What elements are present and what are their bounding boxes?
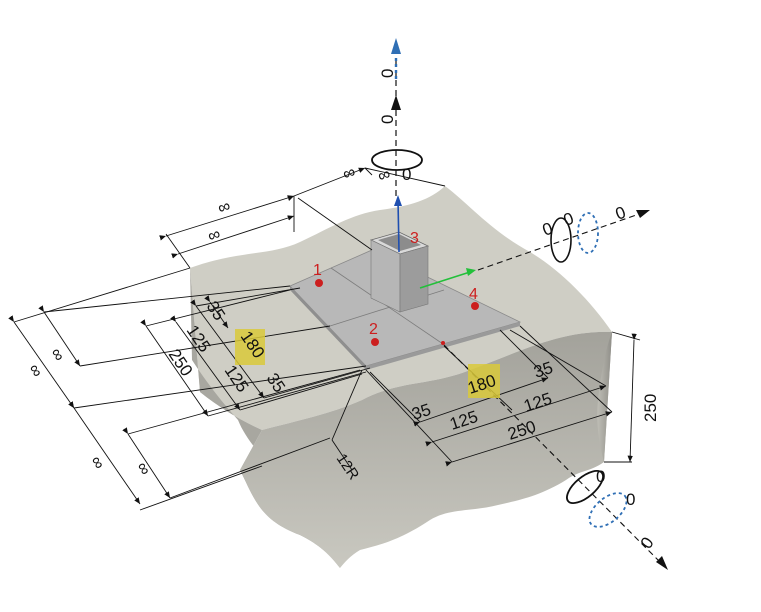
node-3-label: 3 (410, 230, 419, 247)
top-dim-infinity-4: ∞ (375, 164, 392, 186)
top-dim-infinity-3: ∞ (340, 162, 357, 184)
top-dim-infinity-1: ∞ (215, 196, 232, 218)
dimension-lines-top (159, 167, 446, 269)
fillet-radius-leader (331, 369, 363, 471)
left-dim-250: 250 (165, 346, 197, 380)
front-dim-35-left: 35 (409, 400, 433, 424)
nodes: 1 2 3 4 (313, 230, 479, 346)
highlight-180-left (235, 329, 265, 365)
node-4[interactable] (471, 302, 479, 310)
left-dim-infinity-3: ∞ (87, 453, 110, 473)
left-dim-infinity-2: ∞ (25, 361, 48, 381)
vertical-translation-value: 0 (378, 69, 397, 78)
node-4-label: 4 (469, 286, 478, 303)
x-support-axis (477, 210, 650, 271)
node-center-marker (441, 341, 445, 345)
node-2-label: 2 (369, 321, 378, 338)
y-force-value: 0 (637, 534, 658, 553)
vertical-force-value: 0 (378, 115, 397, 124)
node-2[interactable] (371, 338, 379, 346)
node-1-label: 1 (313, 262, 322, 279)
vertical-support-axis (371, 38, 423, 200)
vertical-moment-value: 0 (402, 165, 411, 184)
node-1[interactable] (315, 279, 323, 287)
depth-dim-250: 250 (641, 394, 660, 422)
left-dim-infinity-1: ∞ (47, 345, 70, 365)
y-moment-value: 0 (596, 467, 605, 486)
local-axes (394, 195, 476, 289)
y-rotation-value: 0 (626, 490, 635, 509)
front-dim-35-right: 35 (531, 358, 555, 382)
left-dim-infinity-4: ∞ (133, 459, 156, 479)
x-force-value: 0 (613, 203, 628, 224)
dimension-lines-left (8, 267, 371, 511)
top-dim-infinity-2: ∞ (205, 224, 222, 246)
highlight-180-front (468, 364, 500, 398)
x-rotation-value: 0 (561, 209, 576, 230)
